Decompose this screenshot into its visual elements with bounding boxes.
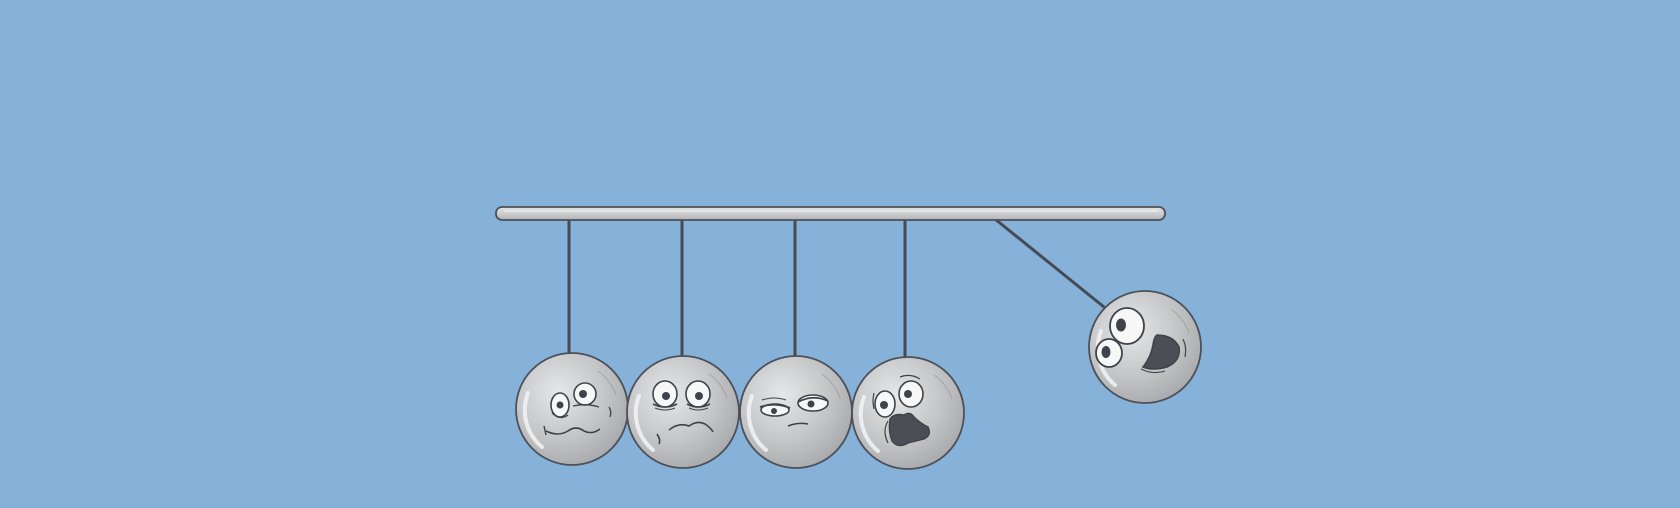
string-5: [993, 217, 1106, 309]
ball-3-face: [759, 394, 829, 427]
ball-1-face: [543, 382, 612, 436]
ball-2: [626, 355, 740, 469]
ball-5: [1088, 290, 1202, 404]
ball-3: [739, 355, 853, 469]
ball-4: [851, 356, 965, 470]
ball-5-face: [1095, 307, 1187, 374]
ball-2-face: [652, 380, 714, 445]
strings: [567, 216, 1106, 360]
ball-4-face: [872, 374, 931, 447]
ball-5-mouth: [1141, 334, 1181, 370]
ball-1: [515, 352, 629, 466]
top-bar: [495, 206, 1166, 221]
ball-4-mouth: [888, 412, 931, 447]
